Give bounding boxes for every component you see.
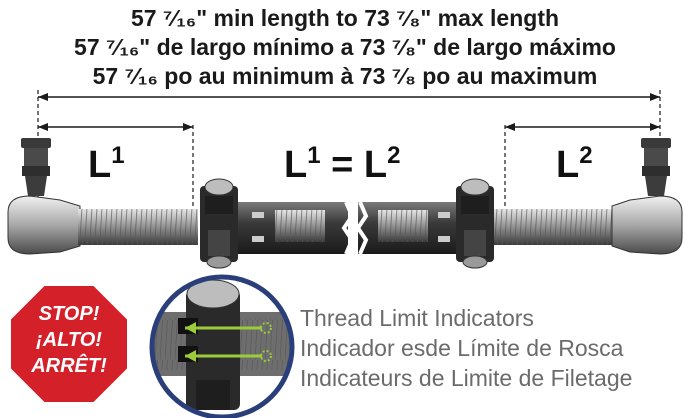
stop-line-es: ¡ALTO! bbox=[36, 329, 102, 351]
stop-line-en: STOP! bbox=[38, 303, 100, 325]
title-english: 57 ⁷⁄₁₆" min length to 73 ⁷⁄₈" max lengt… bbox=[130, 5, 560, 31]
title-spanish: 57 ⁷⁄₁₆" de largo mínimo a 73 ⁷⁄₈" de la… bbox=[74, 34, 616, 60]
title-block: 57 ⁷⁄₁₆" min length to 73 ⁷⁄₈" max lengt… bbox=[0, 4, 690, 91]
l1-label-base: L bbox=[88, 144, 112, 186]
stop-line-fr: ARRÊT! bbox=[31, 355, 107, 377]
right-tie-rod-end bbox=[611, 138, 683, 255]
eq-sign: = bbox=[320, 144, 364, 186]
indicator-caption: Thread Limit Indicators Indicador esde L… bbox=[300, 303, 632, 393]
l2-label-base: L bbox=[556, 144, 580, 186]
eq-l2-sup: 2 bbox=[387, 142, 401, 169]
stop-sign: STOP! ¡ALTO! ARRÊT! bbox=[8, 283, 130, 405]
eq-l1-sup: 1 bbox=[307, 142, 321, 169]
left-clamp bbox=[200, 178, 238, 269]
title-french: 57 ⁷⁄₁₆ po au minimum à 73 ⁷⁄₈ po au max… bbox=[92, 63, 598, 89]
eq-l1-base: L bbox=[284, 144, 308, 186]
right-clamp bbox=[456, 178, 494, 269]
indicator-caption-es: Indicador esde Límite de Rosca bbox=[300, 335, 624, 361]
l1-label: L1 bbox=[88, 136, 125, 185]
thread-limit-inset bbox=[149, 274, 295, 418]
indicator-caption-en: Thread Limit Indicators bbox=[300, 305, 534, 331]
equation-label: L1 = L2 bbox=[284, 136, 400, 185]
l2-dimension bbox=[505, 123, 660, 131]
overall-length-dimension bbox=[38, 93, 660, 101]
l2-label-sup: 2 bbox=[579, 142, 593, 169]
center-sleeve bbox=[238, 201, 466, 255]
indicator-caption-fr: Indicateurs de Limite de Filetage bbox=[300, 365, 633, 391]
l1-label-sup: 1 bbox=[111, 142, 125, 169]
eq-l2-base: L bbox=[363, 144, 388, 186]
l1-dimension bbox=[38, 123, 193, 131]
l2-label: L2 bbox=[556, 136, 593, 185]
left-tie-rod-end bbox=[7, 138, 81, 255]
